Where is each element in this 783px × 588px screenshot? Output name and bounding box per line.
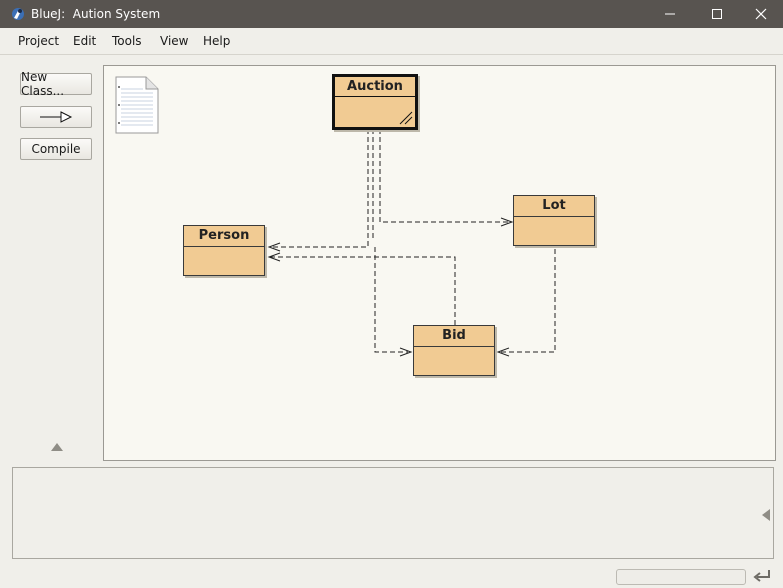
bluej-app-icon xyxy=(12,8,24,20)
maximize-button[interactable] xyxy=(695,0,739,28)
status-progress-field xyxy=(616,569,746,585)
return-icon[interactable] xyxy=(751,567,773,585)
class-name: Bid xyxy=(414,326,494,347)
menu-tools[interactable]: Tools xyxy=(112,34,142,48)
close-icon xyxy=(755,8,767,20)
menu-bar: Project Edit Tools View Help xyxy=(0,28,783,55)
inheritance-arrow-icon xyxy=(40,111,73,123)
minimize-button[interactable] xyxy=(648,0,692,28)
new-class-button[interactable]: New Class... xyxy=(20,70,92,98)
collapse-up-icon[interactable] xyxy=(51,443,63,451)
class-bid[interactable]: Bid xyxy=(413,325,495,376)
resize-handle-icon[interactable] xyxy=(399,111,413,125)
menu-edit[interactable]: Edit xyxy=(73,34,97,48)
inheritance-arrow-button[interactable] xyxy=(20,106,92,128)
class-diagram-canvas[interactable]: Auction Lot Person Bid xyxy=(103,65,776,461)
class-auction[interactable]: Auction xyxy=(332,74,418,130)
readme-document-icon[interactable] xyxy=(113,75,161,135)
class-name: Auction xyxy=(335,77,415,97)
minimize-icon xyxy=(665,13,675,15)
maximize-icon xyxy=(712,9,722,19)
class-person[interactable]: Person xyxy=(183,225,265,276)
close-button[interactable] xyxy=(739,0,783,28)
window-title: BlueJ: Aution System xyxy=(31,7,161,21)
compile-button[interactable]: Compile xyxy=(20,138,92,160)
object-bench-panel[interactable] xyxy=(12,467,774,559)
class-lot[interactable]: Lot xyxy=(513,195,595,246)
menu-help[interactable]: Help xyxy=(203,34,231,48)
dependency-arrows xyxy=(267,129,556,357)
menu-view[interactable]: View xyxy=(160,34,189,48)
menu-project[interactable]: Project xyxy=(18,34,60,48)
class-name: Lot xyxy=(514,196,594,217)
collapse-left-icon[interactable] xyxy=(762,509,770,521)
class-name: Person xyxy=(184,226,264,247)
title-bar: BlueJ: Aution System xyxy=(0,0,783,28)
